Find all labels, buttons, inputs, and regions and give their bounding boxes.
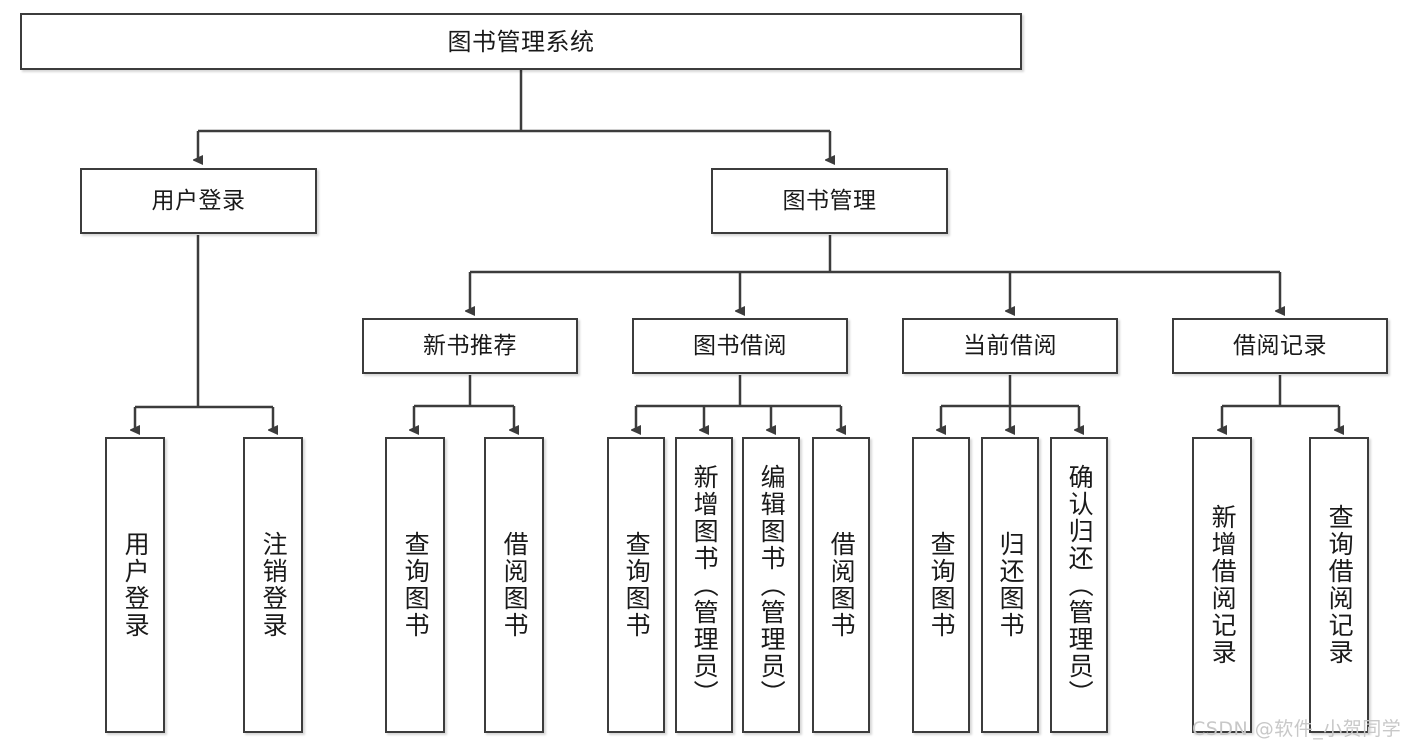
leaf-user-login-logout[interactable]: 注销登录 [243,437,303,733]
node-label: 新增借阅记录 [1208,504,1238,666]
leaf-current-borrow-return[interactable]: 归还图书 [981,437,1039,733]
node-label: 图书借阅 [693,332,787,359]
node-label: 当前借阅 [963,332,1057,359]
node-label: 新增图书（管理员） [690,463,720,707]
node-label: 用户登录 [121,531,151,639]
node-book-borrow[interactable]: 图书借阅 [632,318,848,374]
csdn-watermark: CSDN @软件_小贺同学 [1192,718,1402,740]
node-label: 用户登录 [151,187,246,214]
node-label: 查询图书 [622,531,652,639]
leaf-book-borrow-add[interactable]: 新增图书（管理员） [675,437,733,733]
node-current-borrow[interactable]: 当前借阅 [902,318,1118,374]
node-label: 确认归还（管理员） [1065,463,1095,707]
leaf-book-borrow-query[interactable]: 查询图书 [607,437,665,733]
leaf-current-borrow-query[interactable]: 查询图书 [912,437,970,733]
leaf-user-login-login[interactable]: 用户登录 [105,437,165,733]
node-user-login[interactable]: 用户登录 [80,168,317,234]
leaf-current-borrow-confirm-return[interactable]: 确认归还（管理员） [1050,437,1108,733]
node-label: 归还图书 [996,531,1026,639]
node-label: 新书推荐 [423,332,517,359]
leaf-book-borrow-edit[interactable]: 编辑图书（管理员） [742,437,800,733]
node-label: 查询图书 [927,531,957,639]
node-root-book-management-system[interactable]: 图书管理系统 [20,13,1022,70]
leaf-borrow-record-add[interactable]: 新增借阅记录 [1192,437,1252,733]
node-label: 编辑图书（管理员） [757,463,787,707]
node-label: 查询借阅记录 [1325,504,1355,666]
node-new-book-recommend[interactable]: 新书推荐 [362,318,578,374]
node-label: 借阅图书 [827,531,857,639]
node-label: 注销登录 [259,531,289,639]
node-label: 借阅图书 [500,531,530,639]
node-label: 图书管理系统 [447,27,595,56]
leaf-new-book-borrow[interactable]: 借阅图书 [484,437,544,733]
node-label: 图书管理 [782,187,877,214]
leaf-borrow-record-query[interactable]: 查询借阅记录 [1309,437,1369,733]
node-borrow-record[interactable]: 借阅记录 [1172,318,1388,374]
node-label: 借阅记录 [1233,332,1327,359]
leaf-book-borrow-borrow[interactable]: 借阅图书 [812,437,870,733]
node-label: 查询图书 [401,531,431,639]
node-book-management[interactable]: 图书管理 [711,168,948,234]
leaf-new-book-query[interactable]: 查询图书 [385,437,445,733]
